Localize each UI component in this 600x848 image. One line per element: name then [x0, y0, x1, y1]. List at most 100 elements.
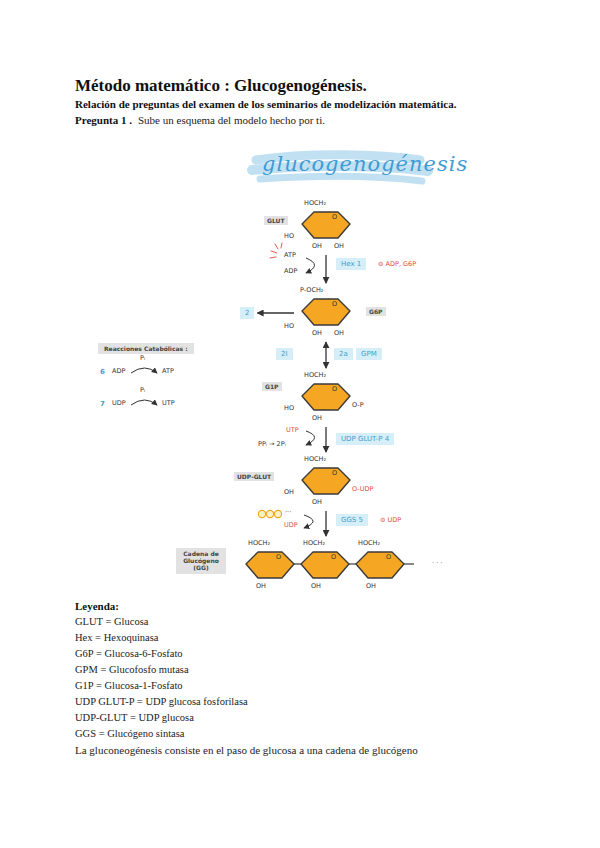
cofactor-label: UTP: [162, 400, 175, 408]
legend-entry: UDP GLUT-P = UDP glucosa fosforilasa: [75, 696, 248, 709]
atom-label: O: [332, 470, 337, 478]
node-label: UDP GLUT-P 4: [341, 435, 389, 443]
atom-label: OH: [366, 583, 376, 591]
byproduct-label: PPᵢ → 2Pᵢ: [258, 441, 286, 449]
atom-label: O-P: [352, 402, 364, 410]
reaction-arrow: [257, 312, 294, 313]
atom-label: HO: [284, 233, 294, 241]
cofactor-label: UTP: [286, 427, 299, 435]
legend-entry: GPM = Glucofosfo mutasa: [75, 664, 189, 677]
molecule-name: UDP-GLUT: [234, 472, 274, 481]
glucose-ring: [246, 552, 294, 578]
sugar-ring-drawing: [240, 540, 430, 596]
phosphate-label: Pᵢ: [140, 355, 145, 363]
reaction-number: 6: [100, 368, 105, 376]
atom-label: P-OCH₂: [300, 287, 323, 295]
sugar-ring-drawing: [296, 287, 356, 339]
atom-label: O: [332, 386, 337, 394]
molecule-name: G1P: [262, 382, 282, 391]
reaction-number: 7: [100, 400, 105, 408]
inhibitor-label: ⊖ ADP, G6P: [378, 261, 416, 269]
reaction-box: 2I: [276, 348, 293, 360]
enzyme-box: Hex 1: [336, 258, 366, 270]
cofactor-label: ADP: [284, 268, 297, 276]
molecule-name: Cadena de Glucógeno (GG): [176, 548, 226, 574]
atom-label: OH: [311, 583, 321, 591]
section-box: Reacciones Catabólicas :: [98, 343, 194, 354]
node-label: 2: [245, 309, 249, 317]
glucose-ring: [302, 212, 350, 238]
g1p-molecule: G1PHOCH₂OHOOHO-P: [296, 372, 356, 424]
glucose-beads: [258, 510, 281, 517]
page-title: Método matemático : Glucogenogénesis.: [75, 76, 367, 96]
atom-label: HOCH₂: [304, 456, 326, 464]
molecule-name: GLUT: [264, 216, 288, 225]
g6p-molecule: G6PP-OCH₂OHOOHOH: [296, 287, 356, 339]
question-text: Sube un esquema del modelo hecho por ti.: [138, 114, 325, 127]
enzyme-box: UDP GLUT-P 4: [336, 433, 394, 445]
sugar-ring-drawing: [296, 372, 356, 424]
glucose-ring: [302, 468, 350, 494]
atom-label: OH: [284, 489, 294, 497]
cofactor-label: UDP: [112, 400, 126, 408]
glycosidic-bond: [404, 563, 414, 564]
atp-star: [270, 243, 282, 258]
legend-heading: Leyenda:: [75, 600, 119, 613]
atom-label: HO: [284, 405, 294, 413]
atom-label: OH: [312, 415, 322, 423]
atom-label: O: [276, 554, 281, 562]
cofactor-label: UDP: [284, 522, 298, 530]
atom-label: HOCH₂: [248, 540, 270, 548]
reaction-arrow: [325, 427, 326, 452]
inhibitor-label: ⊖ UDP: [380, 517, 401, 525]
enzyme-box: GPM: [356, 348, 382, 360]
legend-entry: GGS = Glucógeno sintasa: [75, 728, 184, 741]
molecule-name: G6P: [366, 307, 386, 316]
node-label: Hex 1: [341, 260, 361, 268]
atom-label: O: [332, 214, 337, 222]
glucose-ring: [302, 299, 350, 325]
atom-label: O: [386, 554, 391, 562]
glucose-ring: [302, 384, 350, 410]
summary-note: La gluconeogénesis consiste en el paso d…: [75, 744, 418, 757]
legend-entry: UDP-GLUT = UDP glucosa: [75, 712, 194, 725]
ellipsis: · · ·: [432, 560, 442, 568]
atom-label: O-UDP: [352, 486, 373, 494]
atom-label: O: [332, 301, 337, 309]
atom-label: HOCH₂: [358, 540, 380, 548]
reaction-box: 2: [240, 307, 254, 319]
legend-entry: G1P = Glucosa-1-Fosfato: [75, 680, 183, 693]
glucose-ring: [301, 552, 349, 578]
atom-label: OH: [256, 583, 266, 591]
glucose-ring: [356, 552, 404, 578]
handwritten-title: glucogenogénesis: [262, 152, 468, 177]
reaction-arrow: [325, 342, 326, 368]
atom-label: OH: [334, 330, 344, 338]
node-label: Reacciones Catabólicas :: [104, 345, 188, 352]
atom-label: OH: [312, 499, 322, 507]
atom-label: OH: [334, 243, 344, 251]
question-number: Pregunta 1 .: [75, 114, 132, 127]
atom-label: HOCH₂: [304, 200, 326, 208]
sugar-ring-drawing: [296, 200, 356, 252]
glycogen-chain: Cadena de Glucógeno (GG)HOCH₂HOCH₂HOCH₂O…: [240, 540, 430, 596]
cofactor-label: ATP: [284, 252, 296, 260]
atom-label: OH: [312, 243, 322, 251]
node-label: 2a: [339, 350, 348, 358]
glucose-molecule: GLUTHOCH₂OHOOHOH: [296, 200, 356, 252]
reaction-box: 2a: [334, 348, 353, 360]
cofactor-label: ADP: [112, 368, 125, 376]
ellipsis: ···: [285, 509, 291, 517]
sugar-ring-drawing: [296, 456, 356, 508]
legend-entry: GLUT = Glucosa: [75, 616, 148, 629]
reaction-arrow: [325, 511, 326, 536]
cofactor-label: ATP: [162, 368, 174, 376]
atom-label: OH: [312, 330, 322, 338]
phosphate-label: Pᵢ: [140, 387, 145, 395]
reaction-arrow: [325, 255, 326, 283]
node-label: 2I: [281, 350, 288, 358]
atom-label: O: [331, 554, 336, 562]
atom-label: HOCH₂: [304, 372, 326, 380]
atom-label: HOCH₂: [303, 540, 325, 548]
udp-glucose-molecule: UDP-GLUTHOCH₂OOHOHO-UDP: [296, 456, 356, 508]
